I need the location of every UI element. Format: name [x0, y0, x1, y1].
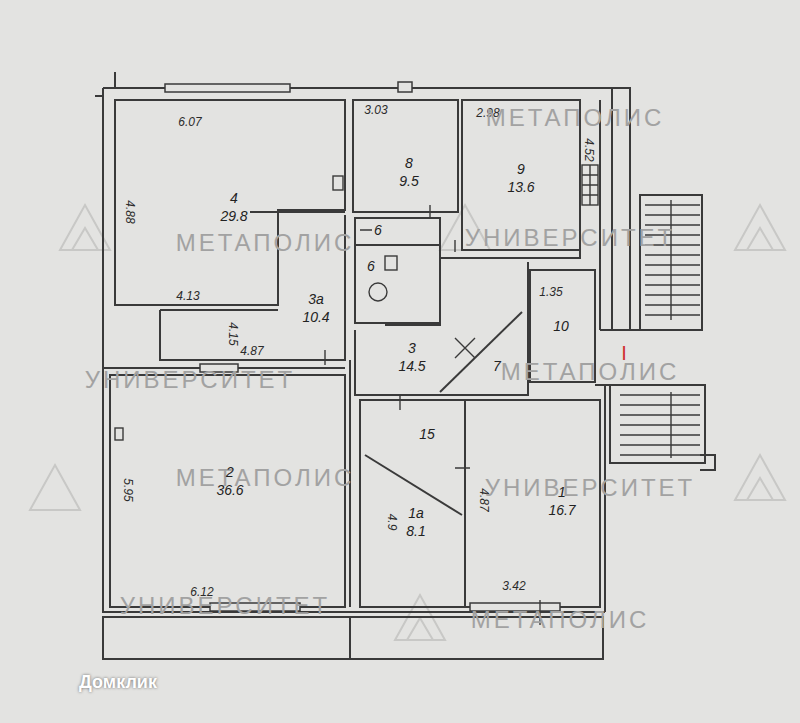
watermark: УНИВЕРСИТЕТ [485, 476, 696, 500]
watermark: УНИВЕРСИТЕТ [465, 226, 676, 250]
room: 7 [490, 356, 504, 376]
room-area: 10.4 [302, 308, 329, 326]
dimension: 3.42 [502, 580, 525, 592]
dimension: 4.9 [386, 514, 398, 531]
room-number: 6 [367, 257, 375, 275]
walls [95, 72, 715, 659]
watermark: МЕТАПОЛИС [471, 608, 650, 632]
dimension: 6.07 [178, 116, 201, 128]
room-area: 16.7 [548, 501, 575, 519]
dimension: 4.15 [227, 322, 239, 345]
room: 116.7 [545, 482, 578, 520]
room-number: 3а [302, 290, 329, 308]
room-number: 3 [398, 339, 425, 357]
watermark: МЕТАПОЛИС [486, 106, 665, 130]
room-area: 9.5 [399, 172, 418, 190]
watermark: УНИВЕРСИТЕТ [120, 594, 331, 618]
room-area: 14.5 [398, 357, 425, 375]
room: 6 [371, 220, 385, 240]
dimension: 4.87 [240, 345, 263, 357]
room-number: 1а [406, 504, 425, 522]
room: 1а8.1 [403, 503, 428, 541]
watermark-logos [30, 205, 785, 640]
brand-watermark: Домклик [79, 673, 157, 691]
room-area: 8.1 [406, 522, 425, 540]
room: 3а10.4 [299, 289, 332, 327]
dimension: 4.52 [583, 138, 595, 161]
room-number: 7 [493, 357, 501, 375]
room-area: 13.6 [507, 178, 534, 196]
dimension: 4.88 [124, 200, 136, 223]
watermark: МЕТАПОЛИС [176, 231, 355, 255]
room-number: 8 [399, 154, 418, 172]
dimension: 5.95 [122, 478, 134, 501]
room-number: 9 [507, 160, 534, 178]
watermark: МЕТАПОЛИС [176, 466, 355, 490]
room: 6 [364, 256, 378, 276]
room: 913.6 [504, 159, 537, 197]
room: 236.6 [213, 462, 246, 500]
room-number: 4 [220, 189, 247, 207]
room: 89.5 [396, 153, 421, 191]
room-number: 10 [553, 317, 569, 335]
watermark: УНИВЕРСИТЕТ [85, 368, 296, 392]
room: 314.5 [395, 338, 428, 376]
room-number: 6 [374, 221, 382, 239]
room-number: 2 [216, 463, 243, 481]
windows [165, 82, 560, 611]
room: 429.8 [217, 188, 250, 226]
room: 15 [416, 424, 438, 444]
room-area: 36.6 [216, 481, 243, 499]
room-number: 1 [548, 483, 575, 501]
dimension: 4.13 [176, 290, 199, 302]
dimension: 1.35 [539, 286, 562, 298]
room-number: 15 [419, 425, 435, 443]
dimension: 3.03 [364, 104, 387, 116]
room-area: 29.8 [220, 207, 247, 225]
room: 10 [550, 316, 572, 336]
watermark: МЕТАПОЛИС [501, 360, 680, 384]
